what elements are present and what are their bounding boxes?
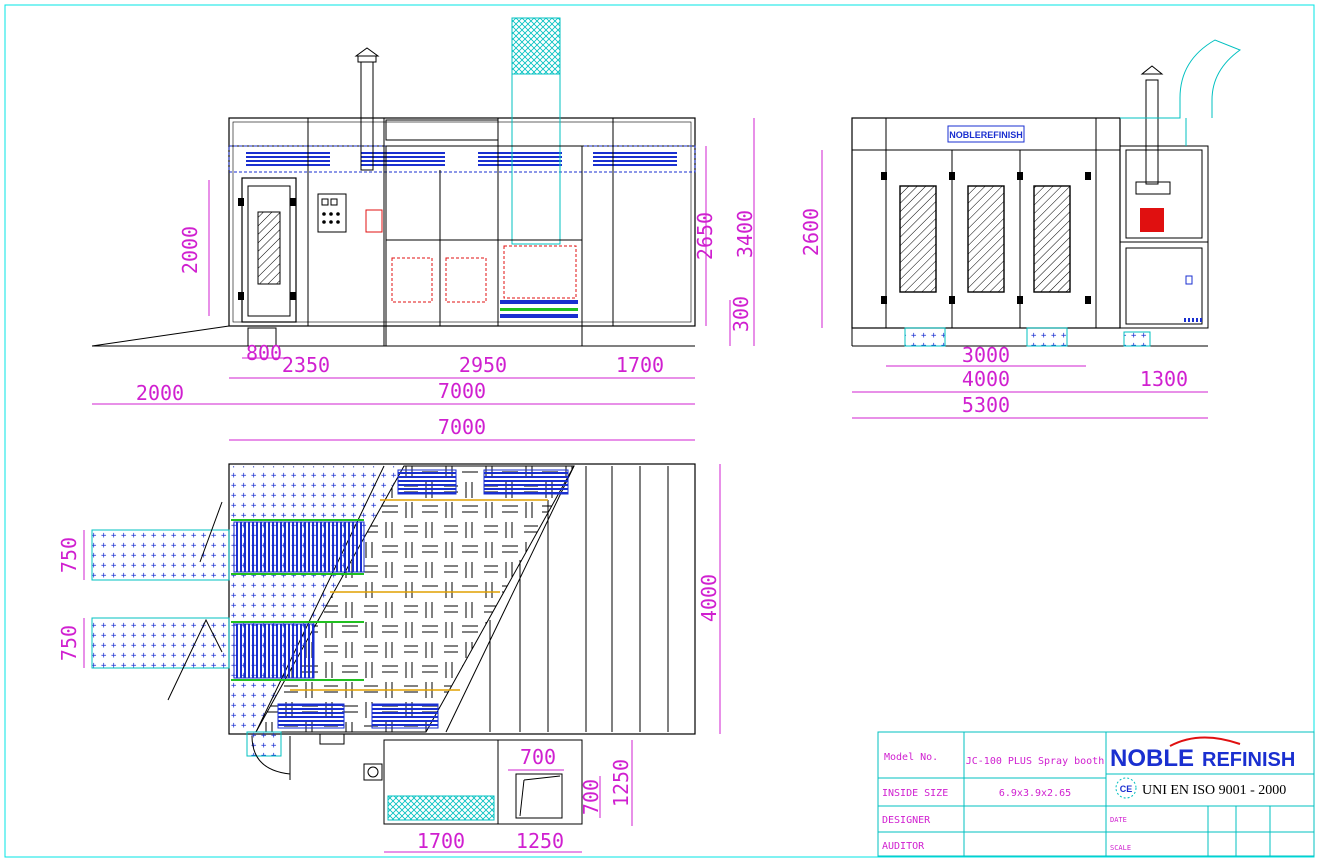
dim-plan-7000: 7000	[438, 415, 486, 439]
side-elevation	[91, 17, 696, 347]
iso-cert: UNI EN ISO 9001 - 2000	[1142, 783, 1286, 798]
booth-logo: NOBLEREFINISH	[949, 130, 1023, 140]
inside-size-label: INSIDE SIZE	[882, 788, 948, 799]
dim-side-1700: 1700	[616, 353, 664, 377]
dim-front-1300: 1300	[1140, 367, 1188, 391]
company-logo: NOBLE REFINISH	[1110, 736, 1295, 772]
side-dimension-lines	[92, 118, 755, 405]
dim-side-300: 300	[729, 296, 753, 332]
dim-plan-1250-v: 1250	[609, 759, 633, 807]
dim-front-5300: 5300	[962, 393, 1010, 417]
dim-plan-700-v: 700	[579, 779, 603, 815]
front-dimension-lines	[821, 150, 1208, 419]
dim-plan-1250-h: 1250	[516, 829, 564, 853]
date-label: DATE	[1110, 816, 1127, 824]
auditor-label: AUDITOR	[882, 841, 925, 852]
inside-size-value: 6.9x3.9x2.65	[999, 788, 1071, 799]
plan-view	[91, 463, 696, 825]
dim-side-3400: 3400	[733, 210, 757, 258]
sheet-border	[4, 4, 1315, 858]
ce-mark: CE	[1120, 784, 1133, 794]
designer-label: DESIGNER	[882, 815, 931, 826]
dim-plan-750-bottom: 750	[57, 625, 81, 661]
model-value: JC-100 PLUS Spray booth	[966, 756, 1104, 767]
dim-plan-4000: 4000	[697, 574, 721, 622]
dim-front-3000: 3000	[962, 343, 1010, 367]
dim-side-800: 800	[246, 341, 282, 365]
title-block	[877, 731, 1315, 857]
svg-text:REFINISH: REFINISH	[1202, 749, 1295, 771]
svg-text:NOBLE: NOBLE	[1110, 745, 1194, 772]
dim-plan-1700: 1700	[417, 829, 465, 853]
dim-side-2350: 2350	[282, 353, 330, 377]
dim-side-door-height: 2000	[178, 226, 202, 274]
dim-side-7000: 7000	[438, 379, 486, 403]
front-elevation: NOBLEREFINISH	[851, 39, 1242, 347]
dim-side-2950: 2950	[459, 353, 507, 377]
ce-badge	[1115, 777, 1137, 799]
dim-front-2600: 2600	[799, 208, 823, 256]
dim-front-4000: 4000	[962, 367, 1010, 391]
plan-dimension-lines	[83, 439, 721, 853]
scale-label: SCALE	[1110, 844, 1131, 852]
dim-plan-750-top: 750	[57, 537, 81, 573]
model-label: Model No.	[884, 752, 938, 763]
dim-side-2650: 2650	[693, 212, 717, 260]
dim-plan-700-h: 700	[520, 745, 556, 769]
dim-side-ramp-2000: 2000	[136, 381, 184, 405]
